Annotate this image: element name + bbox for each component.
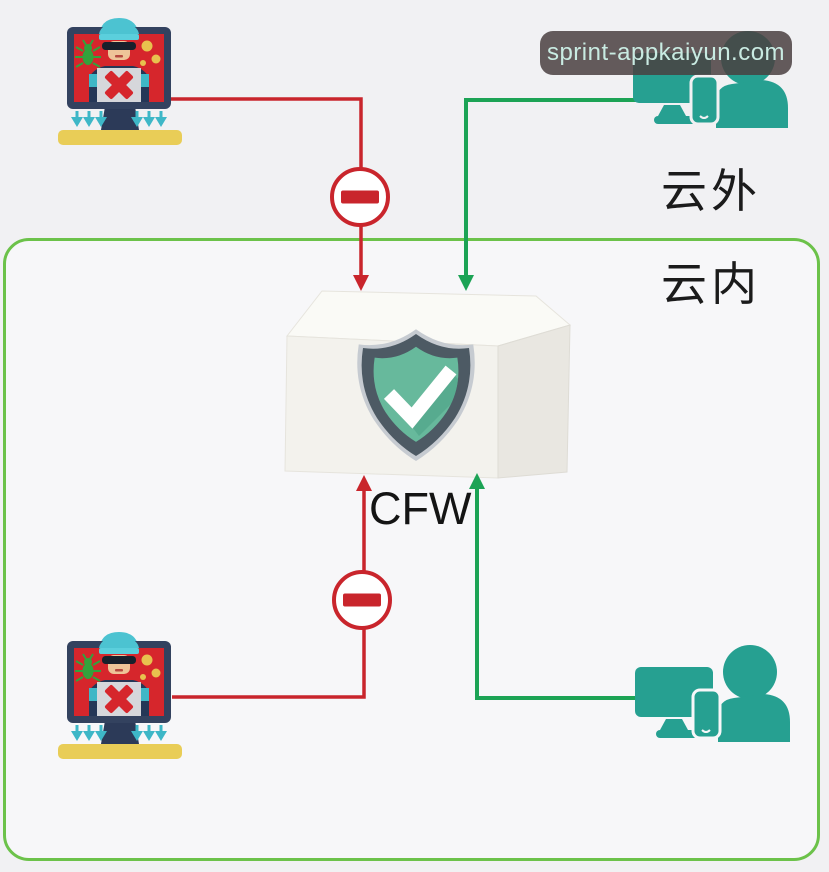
watermark-badge: sprint-appkaiyun.com [540,31,792,75]
beanie-front [99,637,139,648]
mouth [115,669,123,672]
connection-allowed-top [458,98,672,291]
arrow-down-icon [458,275,474,291]
desk [58,130,182,145]
firewall-label: CFW [369,483,472,534]
bug-icon [75,653,101,682]
shield-check-icon [357,329,475,461]
connection-blocked-top [170,97,390,291]
user-devices-icon-bottom [635,645,790,742]
sunglasses [102,42,136,50]
arrow-up-icon [356,475,372,491]
check-shadow [407,372,459,436]
desk [58,744,182,759]
watermark-text: sprint-appkaiyun.com [546,39,786,66]
phone [691,688,722,740]
connection-allowed-bottom [469,473,660,700]
sleeve-right [140,74,149,87]
bug-icon [75,39,101,68]
user-head [723,645,777,699]
no-entry-icon [330,167,390,227]
sunglasses [102,656,136,664]
monitor-base [654,116,696,124]
connection-blocked-bottom [172,475,392,699]
arrow-up-icon [469,473,485,489]
zone-inside-label: 云内 [661,258,761,310]
beanie-band [99,34,139,40]
hacker-computer-icon-top [58,18,182,145]
user-body [716,80,788,128]
x-mark-icon [104,684,134,714]
beanie-front [99,23,139,34]
x-mark-icon [104,70,134,100]
shield-inner [373,346,459,442]
dots [140,654,161,680]
zone-outside-label: 云外 [661,165,761,217]
monitor-stand [658,105,686,116]
user-body [718,694,790,742]
down-arrows [71,725,167,741]
mouth [115,55,123,58]
down-arrows [71,111,167,127]
sleeve-left [89,688,98,701]
phone-button [699,115,709,119]
phone [689,74,720,126]
monitor-stand [660,719,688,730]
sleeve-left [89,74,98,87]
sleeve-right [140,688,149,701]
check-mark [383,365,457,429]
beanie-band [99,648,139,654]
box-right-face [497,324,571,479]
dots [140,40,161,66]
hacker-computer-icon-bottom [58,632,182,759]
arrow-down-icon [353,275,369,291]
no-entry-icon [332,570,392,630]
monitor-base [656,730,698,738]
phone-button [701,729,711,733]
